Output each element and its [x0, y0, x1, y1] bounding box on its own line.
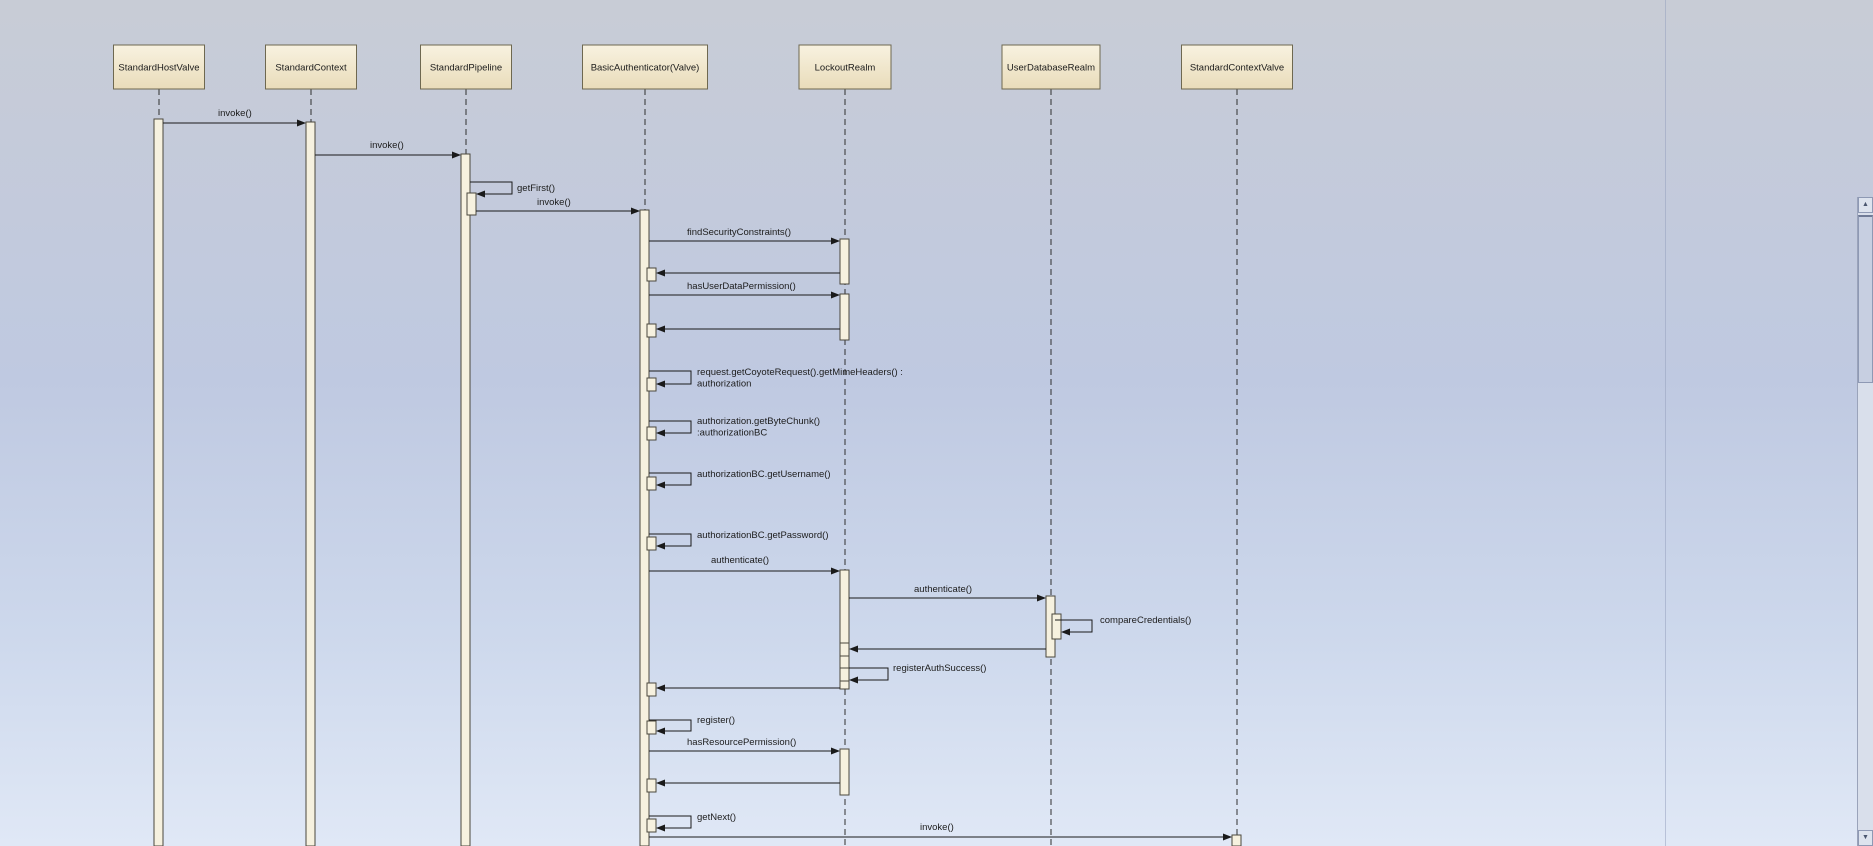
message-label: hasResourcePermission()	[687, 737, 796, 748]
activation-bar[interactable]	[305, 121, 316, 846]
self-message-line	[649, 370, 692, 385]
participant-head[interactable]	[582, 44, 708, 90]
arrowhead	[831, 291, 840, 299]
self-message-line	[649, 472, 692, 486]
activation-bar[interactable]	[839, 293, 850, 341]
nested-activation[interactable]	[839, 642, 850, 657]
activation-bar[interactable]	[1231, 834, 1242, 846]
participant-label: StandardContextValve	[1190, 63, 1284, 74]
message-label: invoke()	[218, 108, 252, 119]
message-label: :authorizationBC	[697, 428, 767, 439]
arrowhead	[849, 645, 858, 653]
nested-activation[interactable]	[646, 323, 657, 338]
nested-activation[interactable]	[1051, 613, 1062, 640]
participant-label: BasicAuthenticator(Valve)	[591, 63, 700, 74]
message-label: hasUserDataPermission()	[687, 281, 796, 292]
arrowhead	[297, 119, 306, 127]
self-message-line	[649, 420, 692, 434]
page-boundary-line	[1665, 0, 1666, 846]
arrowhead	[656, 269, 665, 277]
arrowhead	[656, 727, 665, 735]
participant-head[interactable]	[798, 44, 892, 90]
nested-activation[interactable]	[646, 476, 657, 491]
message-label: authenticate()	[914, 584, 972, 595]
arrowhead	[656, 824, 665, 832]
participant-label: StandardContext	[275, 63, 347, 74]
participant-label: StandardHostValve	[118, 63, 199, 74]
scroll-down-button[interactable]: ▼	[1858, 830, 1873, 846]
self-message-line	[1055, 619, 1093, 633]
message-label: registerAuthSuccess()	[893, 663, 986, 674]
self-message-line	[649, 533, 692, 547]
message-label: authorizationBC.getUsername()	[697, 469, 831, 480]
arrowhead	[1223, 833, 1232, 841]
message-label: authenticate()	[711, 555, 769, 566]
scrollbar-thumb[interactable]	[1858, 215, 1873, 383]
arrowhead	[656, 325, 665, 333]
arrowhead	[656, 684, 665, 692]
activation-bar[interactable]	[839, 238, 850, 285]
arrowhead	[831, 567, 840, 575]
nested-activation[interactable]	[646, 720, 657, 735]
message-label: request.getCoyoteRequest().getMimeHeader…	[697, 367, 903, 378]
arrowhead	[1061, 628, 1070, 636]
message-label: invoke()	[370, 140, 404, 151]
arrowhead	[476, 190, 485, 198]
arrowhead	[656, 542, 665, 550]
message-label: authorization.getByteChunk()	[697, 416, 820, 427]
message-label: invoke()	[920, 822, 954, 833]
arrowhead	[631, 207, 640, 215]
arrowhead	[849, 676, 858, 684]
participant-label: UserDatabaseRealm	[1007, 63, 1095, 74]
activation-bar[interactable]	[460, 153, 471, 846]
self-message-line	[649, 815, 692, 829]
arrowhead	[1037, 594, 1046, 602]
message-label: getNext()	[697, 812, 736, 823]
message-label: compareCredentials()	[1100, 615, 1191, 626]
nested-activation[interactable]	[646, 818, 657, 833]
arrowhead	[656, 779, 665, 787]
arrowhead	[452, 151, 461, 159]
participant-label: StandardPipeline	[430, 63, 502, 74]
message-label: getFirst()	[517, 183, 555, 194]
arrowhead	[656, 380, 665, 388]
participant-head[interactable]	[420, 44, 512, 90]
nested-activation[interactable]	[646, 267, 657, 282]
participant-head[interactable]	[1181, 44, 1293, 90]
message-label: register()	[697, 715, 735, 726]
activation-bar[interactable]	[839, 569, 850, 690]
message-label: authorization	[697, 379, 751, 390]
scroll-up-button[interactable]: ▲	[1858, 197, 1873, 213]
participant-head[interactable]	[265, 44, 357, 90]
arrowhead	[831, 237, 840, 245]
vertical-scrollbar[interactable]: ▲ ▼	[1857, 197, 1873, 846]
nested-activation[interactable]	[466, 192, 477, 216]
nested-activation[interactable]	[646, 536, 657, 551]
activation-bar[interactable]	[639, 209, 650, 846]
message-label: authorizationBC.getPassword()	[697, 530, 828, 541]
activation-bar[interactable]	[153, 118, 164, 846]
arrowhead	[831, 747, 840, 755]
activation-bar[interactable]	[839, 748, 850, 796]
participant-label: LockoutRealm	[815, 63, 876, 74]
nested-activation[interactable]	[839, 667, 850, 682]
arrowhead	[656, 481, 665, 489]
nested-activation[interactable]	[646, 426, 657, 441]
self-message-line	[649, 719, 692, 732]
nested-activation[interactable]	[646, 377, 657, 392]
participant-head[interactable]	[113, 44, 205, 90]
message-label: invoke()	[537, 197, 571, 208]
nested-activation[interactable]	[646, 778, 657, 793]
self-message-line	[849, 667, 889, 681]
participant-head[interactable]	[1001, 44, 1101, 90]
self-message-line	[470, 181, 513, 195]
arrowhead	[656, 429, 665, 437]
nested-activation[interactable]	[646, 682, 657, 697]
message-label: findSecurityConstraints()	[687, 227, 791, 238]
